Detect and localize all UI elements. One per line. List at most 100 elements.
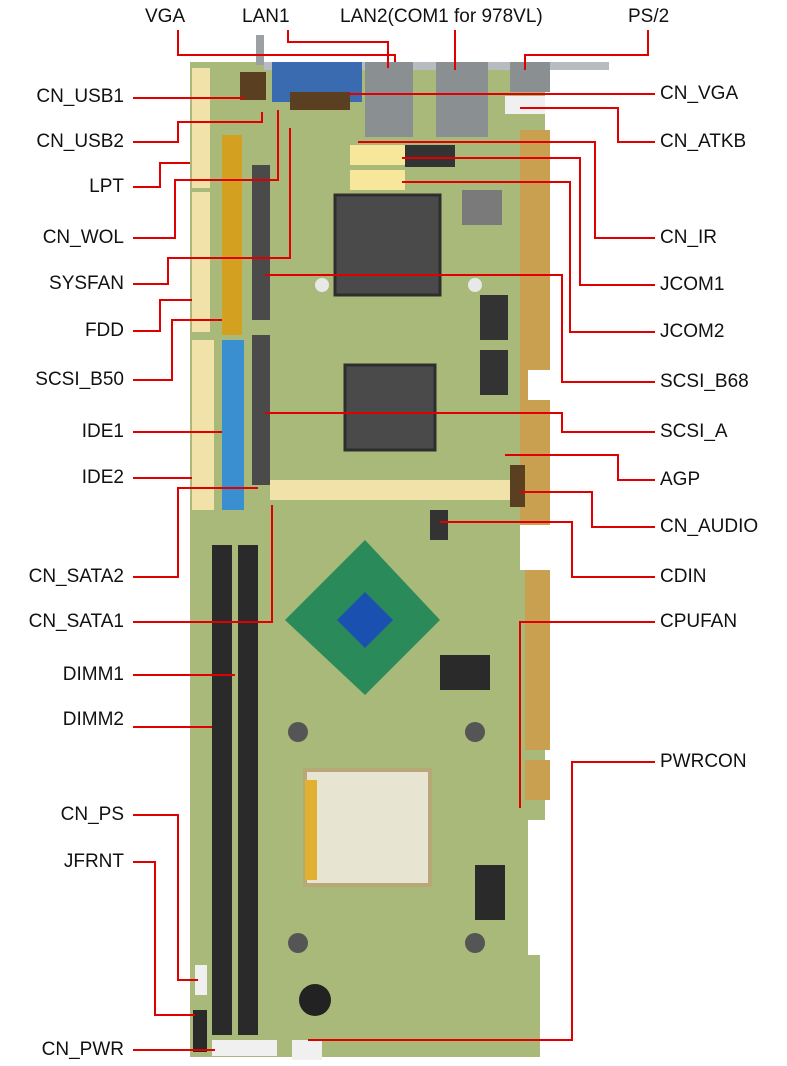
mounting-hole: [465, 722, 485, 742]
leader-pwrcon: [308, 761, 655, 1041]
board-notch-1: [528, 370, 550, 400]
mounting-hole: [288, 722, 308, 742]
leader-cn-audio: [520, 491, 655, 528]
label-cpufan: CPUFAN: [660, 611, 738, 632]
label-lpt: LPT: [89, 176, 124, 197]
leader-jcom2: [402, 181, 655, 333]
label-ide1: IDE1: [81, 421, 124, 442]
memory-chip-2: [480, 350, 508, 395]
bracket-rail: [256, 35, 264, 65]
leader-cn-ps: [133, 814, 198, 981]
agp-slot-graphic: [270, 480, 510, 500]
leader-sysfan: [133, 128, 291, 285]
video-chip: [343, 363, 437, 452]
board-notch-2: [520, 525, 550, 570]
leader-scsi-a: [265, 412, 655, 433]
leader-lines: [133, 30, 655, 1051]
cpu-socket-lever: [305, 780, 317, 880]
label-ps2: PS/2: [628, 6, 670, 27]
mounting-hole: [468, 278, 482, 292]
board-notch-3: [528, 820, 550, 955]
cpu-socket: [303, 768, 432, 887]
dimm1-slot-graphic: [212, 545, 232, 1035]
jcom1-header-graphic: [350, 145, 405, 165]
label-scsi-b68: SCSI_B68: [660, 371, 749, 392]
label-lan2: LAN2(COM1 for 978VL): [340, 6, 543, 27]
leader-jcom1: [402, 157, 655, 286]
label-dimm2: DIMM2: [62, 709, 124, 730]
label-sysfan: SYSFAN: [49, 273, 124, 294]
label-cn-wol: CN_WOL: [42, 227, 124, 248]
label-cn-audio: CN_AUDIO: [660, 516, 759, 537]
jfrnt-header-graphic: [193, 1010, 207, 1052]
label-jfrnt: JFRNT: [63, 851, 124, 872]
board-notch-4: [540, 955, 550, 1060]
leader-agp: [505, 454, 655, 481]
label-cn-atkb: CN_ATKB: [660, 131, 747, 152]
bios-chip: [440, 655, 490, 690]
mounting-hole: [288, 933, 308, 953]
usb1-header-graphic: [240, 72, 266, 100]
ir-header-graphic: [405, 145, 455, 167]
label-dimm1: DIMM1: [62, 664, 124, 685]
label-ide2: IDE2: [81, 467, 124, 488]
edge-connector-small: [525, 760, 550, 800]
cdin-header-graphic: [430, 510, 448, 540]
memory-chip-1: [480, 295, 508, 340]
label-jcom1: JCOM1: [660, 274, 725, 295]
label-cn-vga: CN_VGA: [660, 83, 739, 104]
fdd-slot-graphic: [192, 192, 210, 332]
leader-cn-sata2: [133, 487, 258, 578]
leader-lpt: [133, 162, 190, 188]
scsi-controller-chip: [333, 193, 442, 297]
label-cdin: CDIN: [660, 566, 707, 587]
label-vga: VGA: [145, 6, 186, 27]
label-agp: AGP: [660, 469, 701, 490]
leader-cn-usb2: [133, 112, 263, 143]
cn-pwr-connector-graphic: [212, 1040, 277, 1056]
label-cn-ps: CN_PS: [60, 804, 124, 825]
label-cn-pwr: CN_PWR: [41, 1039, 124, 1060]
leader-lan1: [287, 30, 389, 68]
label-scsi-a: SCSI_A: [660, 421, 728, 442]
cn-ps-header-graphic: [195, 965, 207, 995]
battery: [299, 984, 331, 1016]
leader-vga: [177, 30, 396, 62]
label-cn-sata1: CN_SATA1: [28, 611, 124, 632]
label-lan1: LAN1: [242, 6, 290, 27]
ide1-connector-graphic: [222, 340, 244, 510]
atkb-header-graphic: [505, 96, 545, 114]
label-cn-ir: CN_IR: [660, 227, 718, 248]
dimm2-slot-graphic: [238, 545, 258, 1035]
label-jcom2: JCOM2: [660, 321, 725, 342]
ide2-slot-graphic: [192, 340, 214, 510]
leader-cn-atkb: [520, 107, 655, 143]
label-cn-usb1: CN_USB1: [36, 86, 124, 107]
vga-header-graphic: [290, 92, 350, 110]
leader-cdin: [440, 521, 655, 578]
lan2-port-graphic: [436, 62, 488, 137]
leader-cn-ir: [358, 141, 655, 239]
leader-cpufan: [519, 621, 655, 808]
leader-fdd: [133, 299, 192, 332]
lpt-slot-graphic: [192, 68, 210, 188]
regulator-chip: [475, 865, 505, 920]
small-chip-top: [462, 190, 502, 225]
scsi-a-connector-graphic: [252, 335, 270, 485]
scsi-b68-connector-graphic: [252, 165, 270, 320]
jcom2-header-graphic: [350, 170, 405, 190]
mounting-hole: [465, 933, 485, 953]
leader-cn-sata1: [133, 505, 273, 623]
leader-cn-wol: [133, 110, 279, 239]
leader-ps2: [524, 30, 649, 70]
label-cn-sata2: CN_SATA2: [28, 566, 124, 587]
pwrcon-connector-graphic: [292, 1040, 322, 1060]
scsi-b50-connector-graphic: [222, 135, 242, 335]
ps2-port-graphic: [510, 62, 550, 92]
north-bridge-core: [337, 592, 393, 648]
label-scsi-b50: SCSI_B50: [35, 369, 124, 390]
edge-connector-lower: [525, 570, 550, 750]
leader-scsi-b50: [133, 319, 222, 381]
label-cn-usb2: CN_USB2: [36, 131, 124, 152]
